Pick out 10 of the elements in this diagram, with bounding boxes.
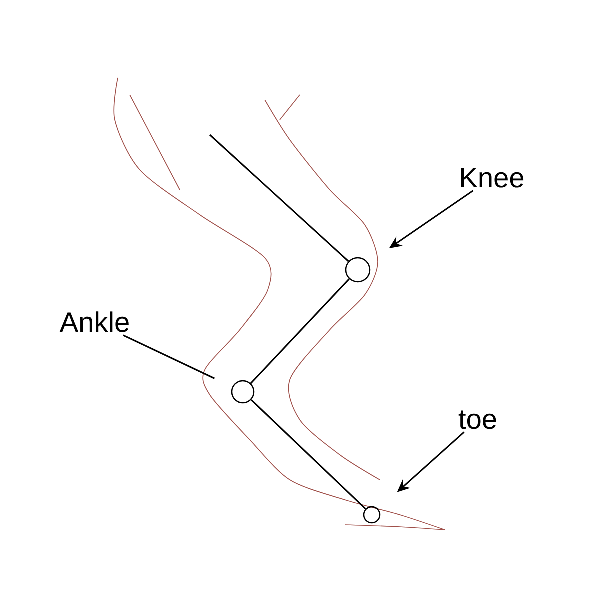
joint-label: Ankle [60,312,129,332]
joint-label: toe [458,410,496,430]
bone-line [209,134,350,262]
bone-line [250,278,350,384]
joint-label: Knee [461,168,524,188]
joint-circle [363,506,381,524]
joint-circle [231,380,255,404]
joint-circle [345,257,371,283]
leader-line [123,334,216,380]
bone-line [250,399,366,510]
